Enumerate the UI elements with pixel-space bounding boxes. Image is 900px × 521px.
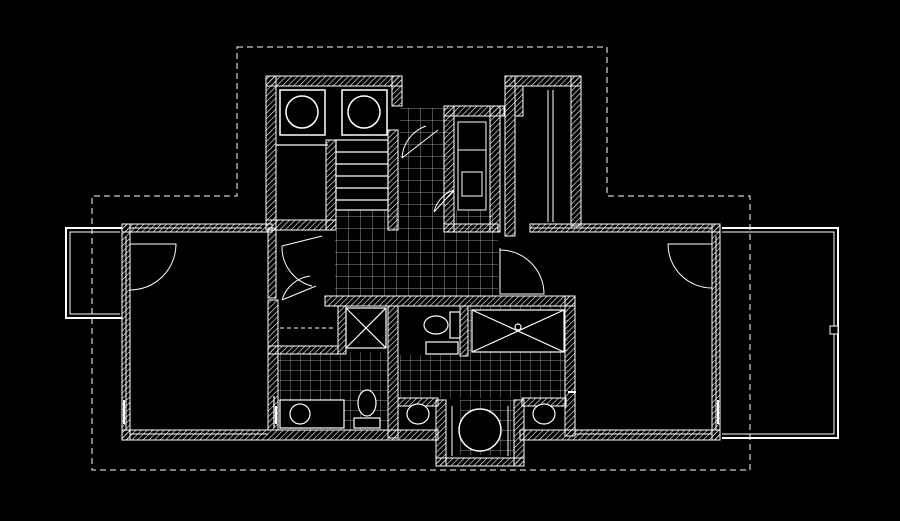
- sink-icon: [406, 403, 556, 425]
- closet-shelves: [457, 121, 487, 211]
- stair-icon: [276, 139, 389, 211]
- left-deck: [65, 227, 122, 319]
- right-deck: [722, 227, 839, 439]
- hot-tub-icon: [451, 406, 509, 456]
- sink-icon: [425, 341, 459, 355]
- windows: [125, 90, 717, 435]
- vanity-icon: [273, 396, 345, 429]
- washer-icon: [279, 89, 326, 136]
- door-swing-icon: [129, 125, 713, 329]
- dryer-icon: [341, 89, 388, 136]
- toilet-icon: [423, 311, 461, 339]
- shower-icon: [471, 309, 565, 353]
- mullions: [123, 391, 719, 424]
- toilet-icon: [353, 389, 381, 429]
- roof-outline: [91, 46, 751, 471]
- utility-closet: [345, 307, 387, 349]
